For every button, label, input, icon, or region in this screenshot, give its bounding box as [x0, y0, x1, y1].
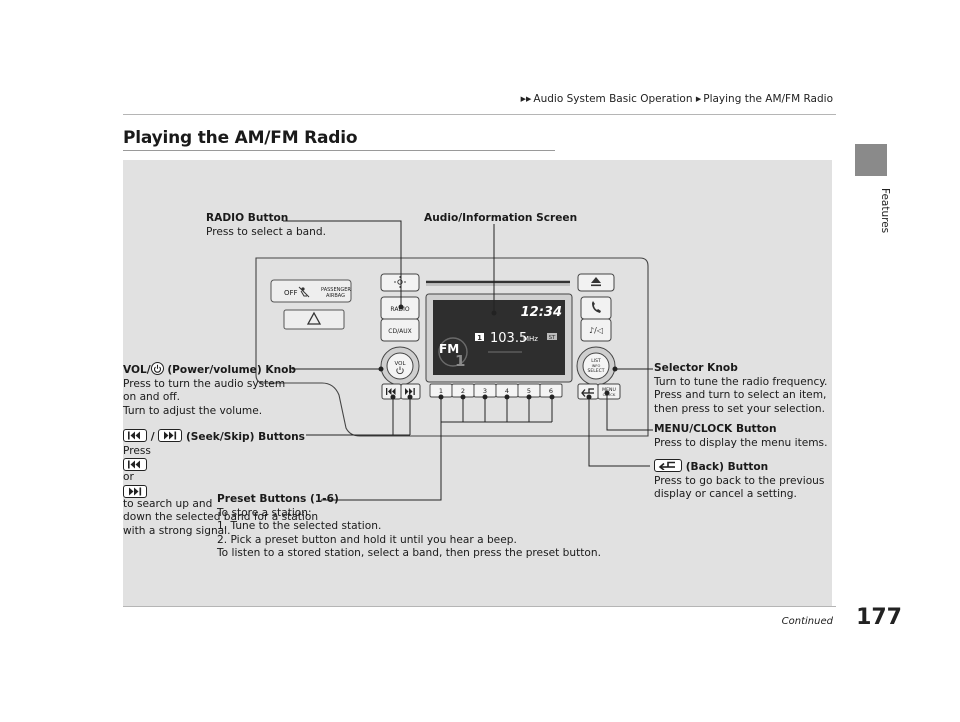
svg-text:4: 4 — [505, 387, 509, 395]
voice-icon: ♪/◁ — [589, 326, 603, 335]
title-underline — [123, 150, 555, 151]
svg-text:6: 6 — [549, 387, 553, 395]
display-settings-button — [380, 273, 420, 292]
continued-label: Continued — [781, 616, 833, 627]
svg-text:CD/AUX: CD/AUX — [388, 328, 411, 335]
arrow-icon: ▶ — [695, 95, 702, 103]
callout-radio-button: RADIO Button Press to select a band. — [206, 212, 326, 238]
svg-text:SELECT: SELECT — [588, 368, 605, 374]
breadcrumb-item: Audio System Basic Operation — [533, 93, 693, 105]
skip-forward-icon — [158, 429, 183, 442]
airbag-off-icon — [298, 286, 310, 298]
back-arrow-icon — [654, 459, 682, 472]
svg-text:MENU: MENU — [602, 387, 616, 393]
callout-preset-buttons: Preset Buttons (1-6) To store a station:… — [217, 493, 601, 560]
callout-screen: Audio/Information Screen — [424, 212, 578, 224]
preset-indicator: 1 — [477, 334, 482, 342]
svg-text:RADIO: RADIO — [390, 306, 409, 313]
header-divider — [123, 114, 836, 115]
diagram-panel — [123, 160, 832, 606]
footer-divider — [123, 606, 836, 607]
section-tab-marker — [855, 144, 887, 176]
selector-knob — [582, 352, 610, 380]
vol-power-knob — [386, 352, 414, 380]
callout-vol-knob: VOL/ (Power/volume) Knob Press to turn t… — [123, 362, 297, 417]
svg-text:INFO: INFO — [592, 364, 601, 368]
leader-lines — [283, 220, 653, 501]
power-icon — [150, 362, 164, 375]
callout-seek-skip: / (Seek/Skip) Buttons Press or to search… — [123, 429, 319, 537]
cd-aux-key — [380, 318, 420, 342]
skip-forward-icon — [405, 388, 415, 395]
eject-icon — [591, 277, 601, 287]
leader-radio — [283, 220, 402, 307]
airbag-off-label: OFF — [284, 289, 298, 297]
dashboard-outline — [255, 257, 649, 437]
talk-button — [580, 318, 612, 342]
svg-text:1: 1 — [455, 352, 465, 370]
back-arrow-icon — [581, 388, 594, 397]
svg-text:1: 1 — [439, 387, 443, 395]
screen-frequency: 103.5 — [490, 331, 527, 346]
page-number: 177 — [856, 605, 902, 630]
breadcrumb: ▶▶Audio System Basic Operation ▶Playing … — [521, 93, 833, 105]
hazard-triangle-icon — [306, 311, 322, 325]
page-title: Playing the AM/FM Radio — [123, 128, 358, 148]
breadcrumb-item: Playing the AM/FM Radio — [703, 93, 833, 105]
skip-back-icon — [386, 388, 396, 395]
leader-back — [588, 397, 650, 467]
svg-text:VOL: VOL — [394, 361, 406, 367]
hazard-button — [283, 309, 345, 330]
screen-clock: 12:34 — [521, 305, 562, 320]
preset-buttons: 1 2 3 4 5 6 — [429, 383, 563, 398]
skip-forward-icon — [123, 484, 147, 498]
double-arrow-icon: ▶▶ — [520, 95, 532, 103]
power-icon — [396, 366, 404, 375]
svg-text:5: 5 — [527, 387, 531, 395]
svg-text:LIST: LIST — [591, 358, 601, 364]
section-tab-label: Features — [879, 188, 891, 234]
leader-menu — [606, 393, 653, 431]
passenger-label: PASSENGER — [321, 287, 351, 293]
screen-freq-unit: MHz — [523, 335, 538, 343]
svg-text:2: 2 — [461, 387, 465, 395]
brightness-icon — [394, 276, 406, 288]
skip-back-icon — [123, 429, 147, 442]
phone-button — [580, 296, 612, 320]
leader-preset — [321, 397, 442, 501]
airbag-indicator-panel — [270, 279, 352, 303]
svg-text:3: 3 — [483, 387, 487, 395]
svg-text:CLOCK: CLOCK — [603, 392, 616, 397]
callout-menu-clock: MENU/CLOCK Button Press to display the m… — [654, 423, 828, 449]
band-watermark — [438, 337, 468, 367]
phone-icon — [592, 301, 601, 313]
callout-back-button: (Back) Button Press to go back to the pr… — [654, 459, 825, 501]
screen-band: FM — [439, 342, 459, 356]
skip-back-icon — [123, 458, 147, 472]
stereo-badge: ST — [549, 335, 556, 341]
callout-selector-knob: Selector Knob Turn to tune the radio fre… — [654, 362, 828, 415]
airbag-label: AIRBAG — [326, 293, 345, 299]
